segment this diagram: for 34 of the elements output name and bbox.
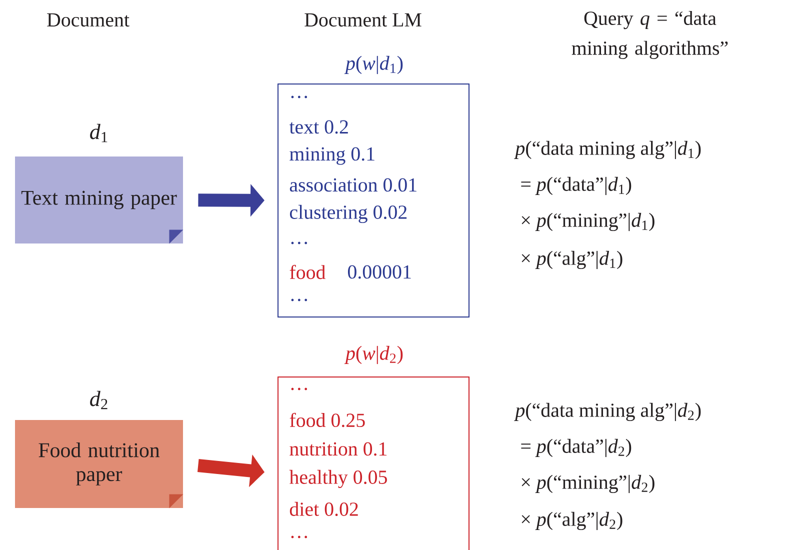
formula-line: × p(“mining”|d$_{1}$) (522, 212, 654, 232)
word-probability: food 0.25 (290, 412, 365, 428)
formula-line: p(“data mining alg”|d$_{1}$) (514, 140, 701, 160)
word-probability: clustering 0.02 (290, 204, 407, 224)
word-probability: … (291, 388, 308, 390)
word-probability: food (290, 264, 326, 280)
document-label: d$_{1}$ (90, 124, 108, 142)
formula-line: × p(“alg”|d$_{2}$) (522, 512, 622, 530)
formula-line: = p(“data”|d$_{1}$) (521, 176, 632, 196)
word-list-box (278, 346, 470, 550)
word-probability: association 0.01 (290, 178, 416, 192)
formula-line: × p(“mining”|d$_{2}$) (522, 474, 654, 494)
word-probability: 0.00001 (348, 265, 411, 279)
word-probability: mining 0.1 (290, 147, 374, 165)
paper-note: Food nutrition paper (15, 420, 184, 508)
box-heading: p(w|d$_{2}$) (344, 346, 403, 364)
word-probability: … (291, 96, 308, 98)
paper-note: Text mining paper (15, 156, 184, 244)
word-list-box (278, 56, 470, 318)
formula-line: = p(“data”|d$_{2}$) (521, 438, 632, 458)
word-probability: diet 0.02 (290, 502, 358, 516)
word-probability: … (291, 242, 308, 244)
box-heading: p(w|d$_{1}$) (344, 56, 403, 74)
formula-line: p(“data mining alg”|d$_{2}$) (514, 402, 701, 422)
document-label: d$_{2}$ (90, 390, 108, 410)
word-probability: … (291, 298, 308, 302)
word-probability: text 0.2 (289, 120, 348, 134)
word-probability: … (291, 536, 308, 538)
column-heading: Document (47, 13, 130, 27)
column-heading: Query q = “data mining algorithms” (572, 10, 728, 59)
column-heading: Document LM (304, 13, 422, 27)
formula-line: × p(“alg”|d$_{1}$) (522, 250, 622, 270)
word-probability: healthy 0.05 (289, 470, 387, 488)
word-probability: nutrition 0.1 (290, 442, 387, 456)
